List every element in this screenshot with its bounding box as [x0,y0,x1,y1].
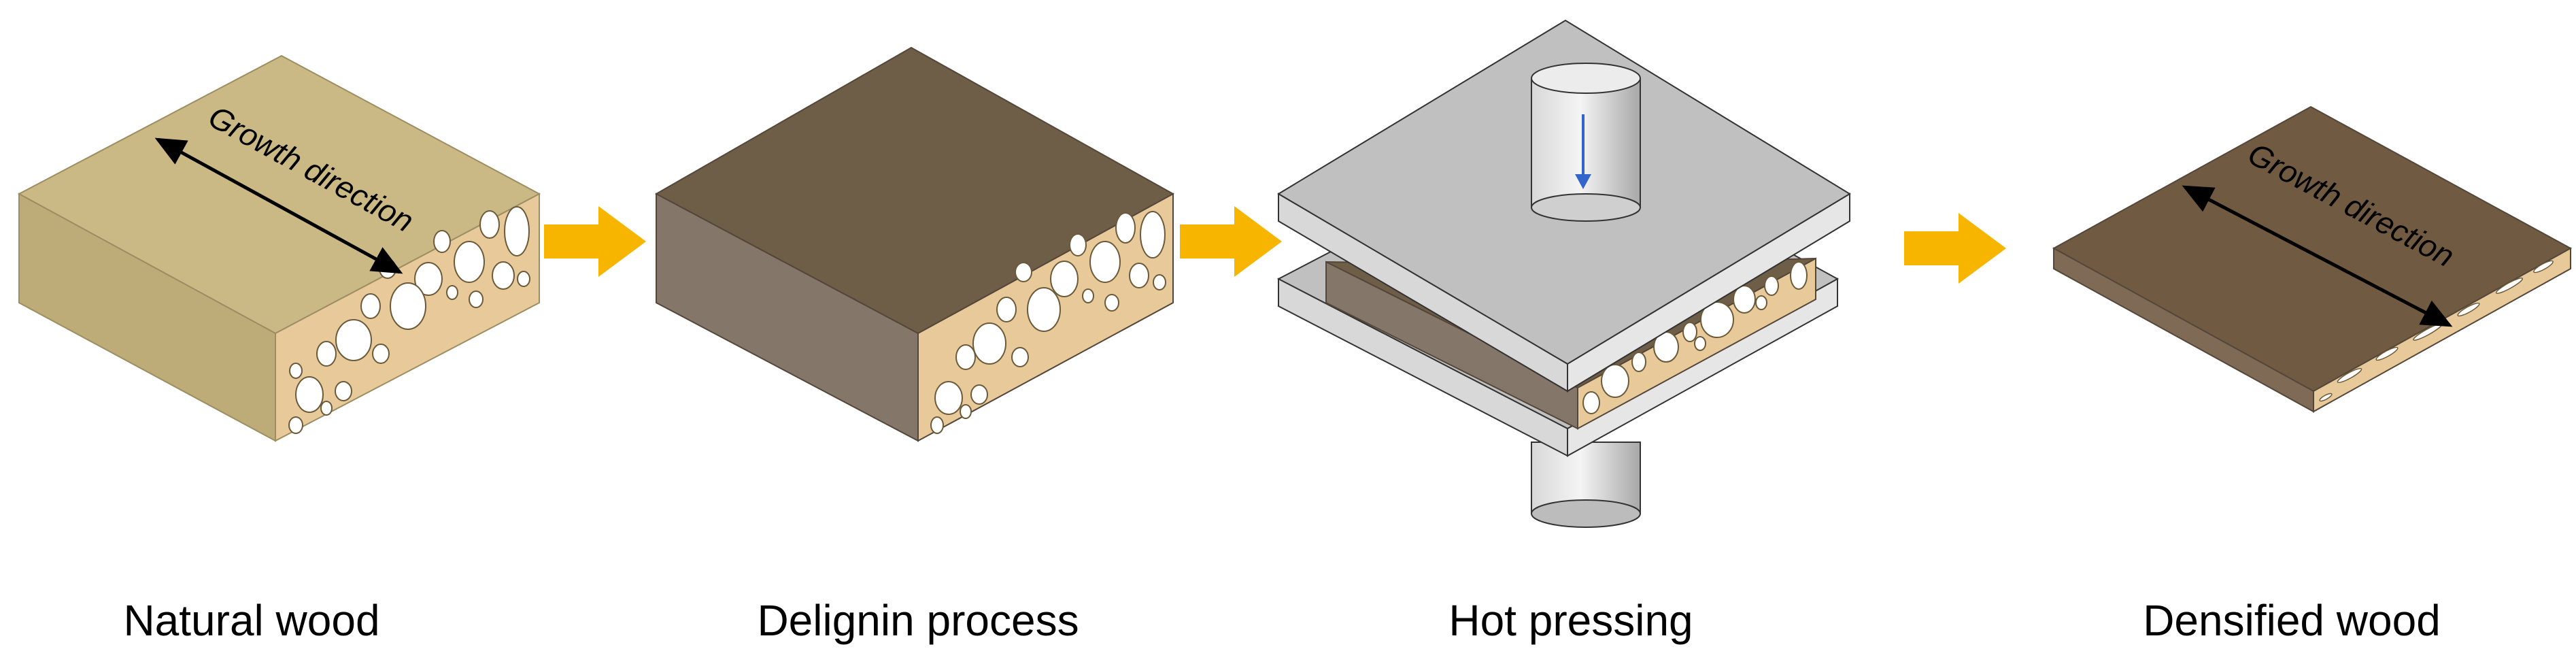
growth-direction-arrow-densified [2182,185,2453,327]
delignified-pores [930,211,1166,434]
natural-wood-block: Growth direction [17,54,541,442]
process-arrow-3 [1904,213,2006,284]
step-label-natural-wood: Natural wood [123,596,380,645]
top-piston [1531,63,1641,222]
delignified-wood-block [654,46,1175,442]
pressed-wood-pores [1582,261,1808,414]
process-arrow-1 [544,206,646,277]
densified-top-face [2052,105,2573,393]
process-arrow-2 [1180,206,1282,277]
step-label-delignin-process: Delignin process [757,596,1079,645]
hot-press [1276,19,1851,528]
bottom-piston [1531,442,1641,528]
pressure-arrow-head [1575,174,1591,189]
densified-flattened-pores [2319,260,2554,402]
natural-wood-pores [288,206,530,434]
densified-wood-board: Growth direction [2052,105,2573,413]
growth-direction-arrow-natural [154,137,403,274]
step-label-densified-wood: Densified wood [2143,596,2441,645]
step-label-hot-pressing: Hot pressing [1448,596,1693,645]
